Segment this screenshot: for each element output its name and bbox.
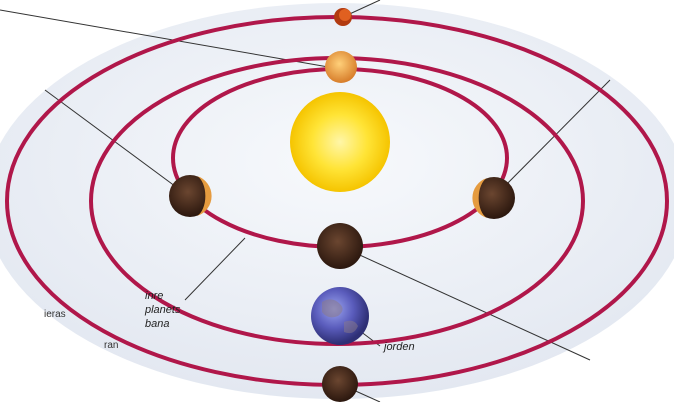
cut-label-left-1: ieras <box>44 309 66 320</box>
planet-top <box>334 8 352 26</box>
planet-right <box>472 177 515 219</box>
sun-icon <box>290 92 390 192</box>
planet-icon <box>317 223 363 269</box>
inner-planets-path-label-line1: inre <box>145 290 163 302</box>
planet-upper <box>325 51 357 83</box>
planet-left <box>169 175 212 217</box>
planet-bottom <box>322 366 358 402</box>
planet-icon <box>325 51 357 83</box>
cut-label-left-2: ran <box>104 340 118 351</box>
planet-icon <box>322 366 358 402</box>
earth <box>311 287 369 345</box>
earth-icon <box>311 287 369 345</box>
inner-planets-path-label-line3: bana <box>145 318 169 330</box>
planet-front <box>317 223 363 269</box>
inner-planets-path-label-line2: planets <box>144 304 181 316</box>
earth-label: jorden <box>382 341 415 353</box>
